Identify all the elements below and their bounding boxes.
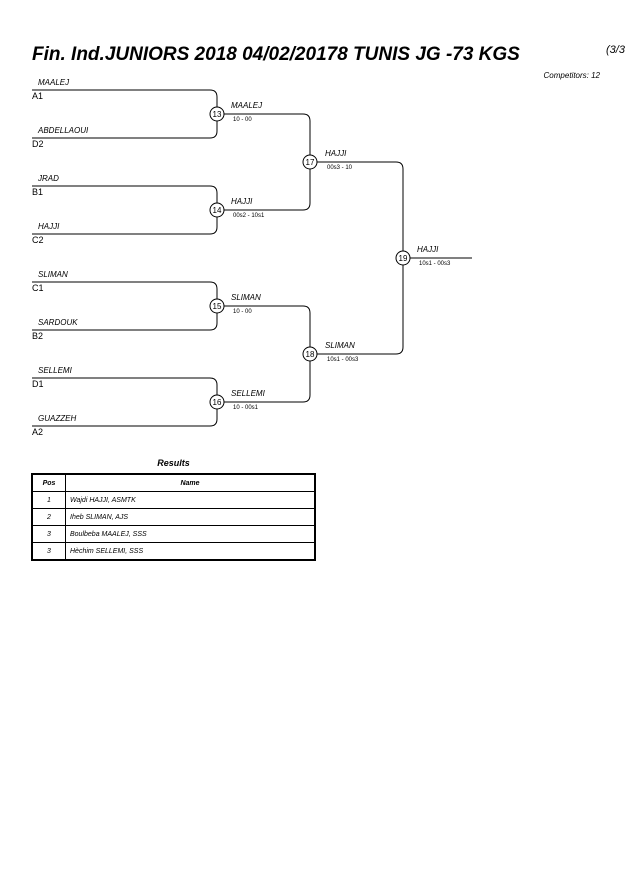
result-pos: 3: [31, 542, 66, 561]
final-winner: HAJJI: [417, 245, 439, 254]
entry-seed: D1: [32, 379, 44, 389]
entry-seed: B1: [32, 187, 43, 197]
match-number: 17: [306, 158, 315, 167]
match-number-circle: 19: [395, 250, 411, 266]
entry-seed: D2: [32, 139, 44, 149]
match-score: 10 - 00s1: [233, 405, 259, 411]
entry-name: HAJJI: [38, 222, 60, 231]
match-number: 14: [213, 206, 222, 215]
entry-name: SLIMAN: [38, 270, 68, 279]
match-score: 10 - 00: [233, 117, 252, 123]
results-table: Pos Name 1 Wajdi HAJJI, ASMTK 2 Iheb SLI…: [31, 473, 316, 561]
entry-name: MAALEJ: [38, 78, 70, 87]
match-number-circle: 16: [209, 394, 225, 410]
pos-header: Pos: [31, 473, 66, 492]
final-score: 10s1 - 00s3: [419, 261, 451, 267]
entry-name: ABDELLAOUI: [37, 126, 89, 135]
match-number: 19: [399, 254, 408, 263]
competitors-count: Competitors: 12: [543, 71, 600, 80]
round3-connectors: [310, 161, 472, 355]
entry-seed: A1: [32, 91, 43, 101]
entry-name: SELLEMI: [38, 366, 73, 375]
match-number: 18: [306, 350, 315, 359]
table-row: 3 Boulbeba MAALEJ, SSS: [31, 525, 316, 543]
match-winner: HAJJI: [231, 197, 253, 206]
match-winner: SLIMAN: [231, 293, 261, 302]
match-score: 10s1 - 00s3: [327, 357, 359, 363]
result-name: Iheb SLIMAN, AJS: [65, 508, 316, 526]
match-number-circle: 18: [302, 346, 318, 362]
entry-seed: C1: [32, 283, 44, 293]
entry-seed: A2: [32, 427, 43, 437]
entry-name: JRAD: [37, 174, 59, 183]
entry-name: SARDOUK: [38, 318, 78, 327]
table-row: 1 Wajdi HAJJI, ASMTK: [31, 491, 316, 509]
page-title: Fin. Ind.JUNIORS 2018 04/02/20178 TUNIS …: [32, 44, 520, 65]
match-number-circle: 13: [209, 106, 225, 122]
match-winner: SELLEMI: [231, 389, 266, 398]
results-title: Results: [157, 458, 190, 468]
result-pos: 1: [31, 491, 66, 509]
results-header-row: Pos Name: [31, 473, 316, 492]
match-number-circle: 17: [302, 154, 318, 170]
entry-lines: [32, 89, 210, 427]
match-score: 10 - 00: [233, 309, 252, 315]
match-winner: MAALEJ: [231, 101, 263, 110]
match-number-circle: 15: [209, 298, 225, 314]
name-header: Name: [65, 473, 316, 492]
match-number: 16: [213, 398, 222, 407]
table-row: 3 Hèchim SELLEMI, SSS: [31, 542, 316, 561]
entry-name: GUAZZEH: [38, 414, 76, 423]
round2-connectors: [217, 113, 311, 403]
result-name: Hèchim SELLEMI, SSS: [65, 542, 316, 561]
entry-seed: C2: [32, 235, 44, 245]
result-name: Wajdi HAJJI, ASMTK: [65, 491, 316, 509]
result-name: Boulbeba MAALEJ, SSS: [65, 525, 316, 543]
entry-seed: B2: [32, 331, 43, 341]
page-indicator: (3/3: [606, 44, 625, 56]
table-row: 2 Iheb SLIMAN, AJS: [31, 508, 316, 526]
match-number: 15: [213, 302, 222, 311]
result-pos: 3: [31, 525, 66, 543]
match-score: 00s2 - 10s1: [233, 213, 265, 219]
match-winner: HAJJI: [325, 149, 347, 158]
round1-connectors: [209, 89, 218, 427]
match-winner: SLIMAN: [325, 341, 355, 350]
result-pos: 2: [31, 508, 66, 526]
match-score: 00s3 - 10: [327, 165, 353, 171]
match-number: 13: [213, 110, 222, 119]
match-number-circle: 14: [209, 202, 225, 218]
